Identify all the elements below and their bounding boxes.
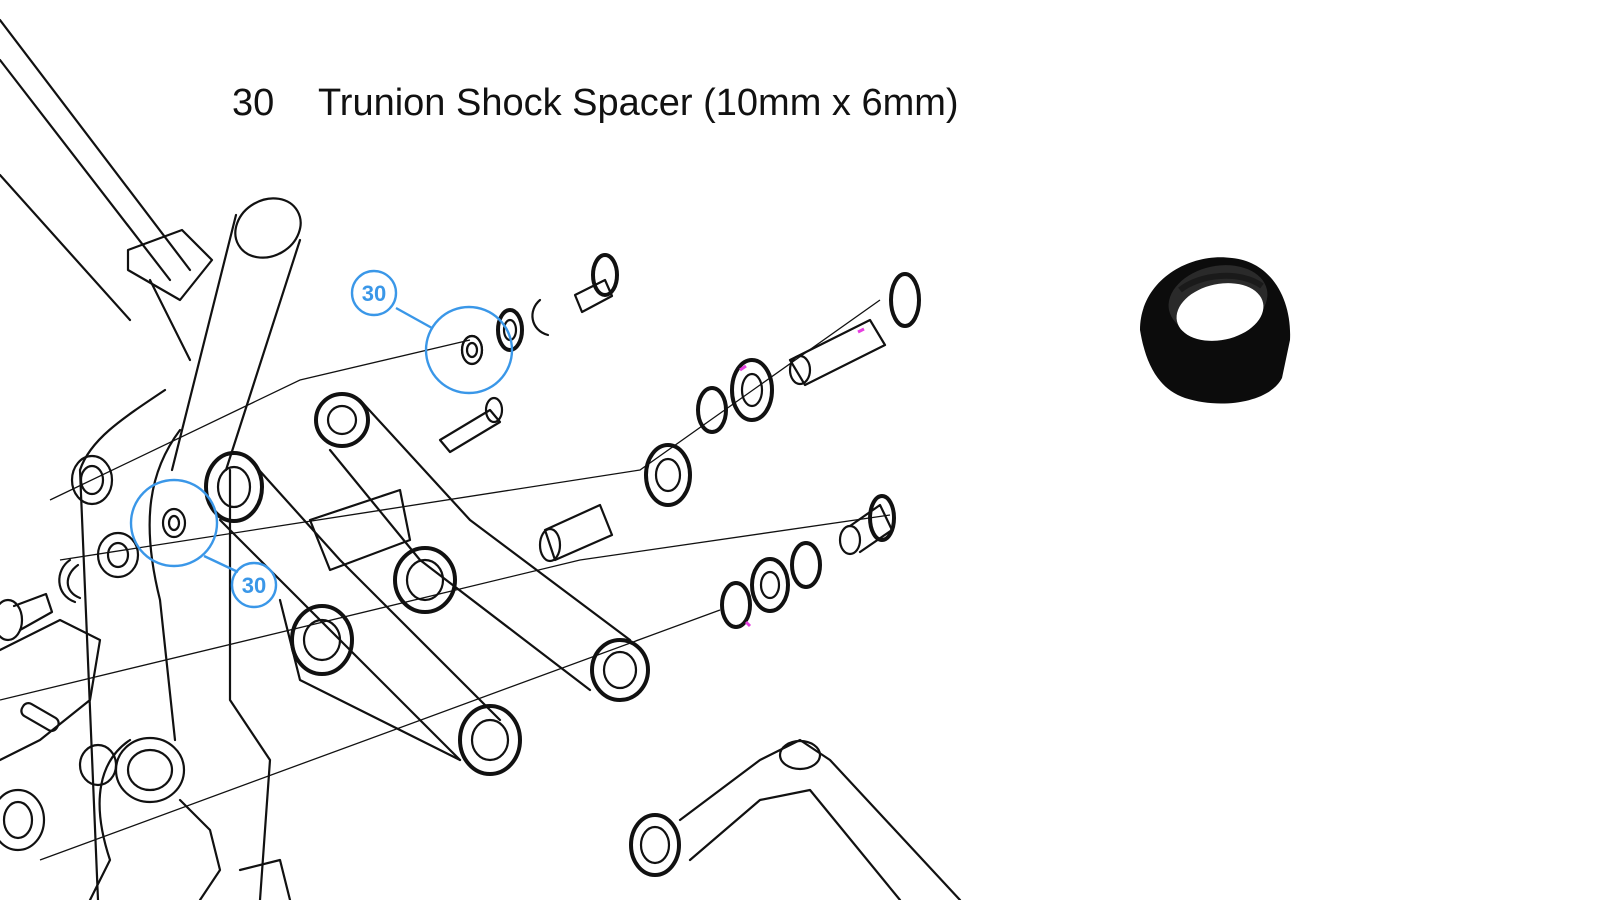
lower-bolt-stack [720,494,896,629]
callout-label-lower: 30 [242,573,266,598]
upper-bolt-stack [438,253,619,454]
axle-guide-lines [0,299,891,861]
callout-30-lower: 30 [129,478,278,609]
part-header: 30 Trunion Shock Spacer (10mm x 6mm) [232,82,959,125]
lower-swingarm [629,738,962,900]
middle-bolt-stack [538,272,921,563]
left-pivot-hardware [0,558,82,642]
rocker-link-left [204,451,522,776]
part-number: 30 [232,82,275,124]
callout-label-upper: 30 [362,281,386,306]
frame-seat-tube [126,197,302,472]
callout-30-upper: 30 [350,269,514,395]
part-name: Trunion Shock Spacer (10mm x 6mm) [318,82,959,124]
spacer-render-icon [1140,257,1291,404]
frame-main-body [0,388,292,900]
callout-part-marks [161,334,484,539]
frame-top-tube [0,18,192,322]
rocker-link-right [308,392,650,702]
